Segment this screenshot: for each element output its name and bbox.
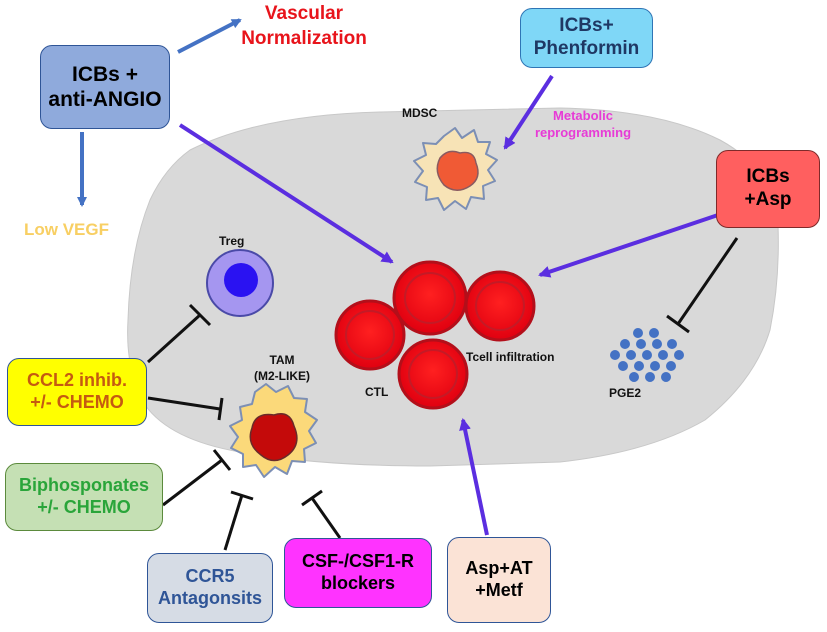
ctl-cell-3 xyxy=(392,260,468,336)
ccr5-line2: Antagonsits xyxy=(157,588,262,608)
low-vegf-label: Low VEGF xyxy=(24,220,109,239)
inhibit-csf-tam xyxy=(301,489,342,539)
ccl2-box: CCL2 inhib.+/- CHEMO xyxy=(7,358,147,426)
biphosponates-box: Biphosponates+/- CHEMO xyxy=(5,463,163,531)
pge2-dot-6 xyxy=(610,350,620,360)
tcell-infiltration-label: Tcell infiltration xyxy=(466,350,555,364)
icbs-asp-line1: ICBs xyxy=(746,166,790,188)
icbs-asp-line2: +Asp xyxy=(744,189,792,210)
vascular-normalization-label: Vascular Normalization xyxy=(224,2,384,51)
biphosponates-line1: Biphosponates xyxy=(18,475,149,496)
icbs-anti-angio-box: ICBs +anti-ANGIO xyxy=(40,45,170,129)
ctl-cluster xyxy=(334,260,536,410)
asp-at-metf-line2: +Metf xyxy=(475,580,523,600)
tam-cell xyxy=(229,383,318,478)
pge2-dot-2 xyxy=(620,339,630,349)
pge2-dot-8 xyxy=(642,350,652,360)
mdsc-label: MDSC xyxy=(402,106,438,120)
tam-label: TAM (M2-LIKE) xyxy=(242,353,322,384)
metabolic-line1: Metabolic xyxy=(553,108,613,123)
pge2-dot-17 xyxy=(661,372,671,382)
arrow-metf-to-ctl xyxy=(459,418,489,536)
csf-line2: blockers xyxy=(320,573,396,593)
pge2-dot-15 xyxy=(629,372,639,382)
pge2-dots xyxy=(610,328,684,382)
arrow-asp-to-ctl xyxy=(538,213,719,278)
icbs-asp-box: ICBs+Asp xyxy=(716,150,820,228)
inhibit-ccr5-tam xyxy=(223,490,254,551)
ccr5-line1: CCR5 xyxy=(185,566,235,587)
pge2-dot-14 xyxy=(666,361,676,371)
arrow-angio-to-ctl xyxy=(178,123,394,264)
pge2-label: PGE2 xyxy=(609,386,642,400)
pge2-dot-16 xyxy=(645,372,655,382)
vascular-line1: Vascular xyxy=(264,3,344,24)
pge2-dot-13 xyxy=(650,361,660,371)
pge2-dot-0 xyxy=(633,328,643,338)
inhibit-ccl2-treg xyxy=(146,303,212,364)
arrow-phenformin-to-mdsc xyxy=(503,74,554,150)
inhibit-ccl2-tam xyxy=(147,396,224,421)
asp-at-metf-line1: Asp+AT xyxy=(465,558,533,579)
icbs-phenformin-line1: ICBs+ xyxy=(559,15,614,37)
icbs-anti-angio-line2: anti-ANGIO xyxy=(48,88,162,111)
icbs-phenformin-box: ICBs+Phenformin xyxy=(520,8,653,68)
ccl2-line1: CCL2 inhib. xyxy=(27,370,127,391)
ctl-label: CTL xyxy=(365,385,389,399)
csf-line1: CSF-/CSF1-R xyxy=(302,551,414,572)
metabolic-reprogramming-label: Metabolic reprogramming xyxy=(498,108,668,142)
pge2-dot-10 xyxy=(674,350,684,360)
ccl2-line2: +/- CHEMO xyxy=(30,392,124,412)
pge2-dot-11 xyxy=(618,361,628,371)
inhibit-biphosponates-tam xyxy=(162,449,232,507)
vascular-line2: Normalization xyxy=(241,27,367,49)
inhibit-asp-pge2 xyxy=(666,237,739,334)
ctl-cell-4 xyxy=(397,338,469,410)
pge2-dot-4 xyxy=(652,339,662,349)
biphosponates-line2: +/- CHEMO xyxy=(37,497,131,517)
icbs-anti-angio-line1: ICBs + xyxy=(72,62,138,86)
arrow-to-vascular xyxy=(177,18,242,54)
pge2-dot-5 xyxy=(667,339,677,349)
icbs-phenformin-line2: Phenformin xyxy=(533,38,640,59)
mdsc-cell xyxy=(413,127,498,211)
pge2-dot-12 xyxy=(634,361,644,371)
pge2-dot-3 xyxy=(636,339,646,349)
treg-cell xyxy=(206,249,274,317)
tam-line1: TAM xyxy=(269,353,295,367)
tam-line2: (M2-LIKE) xyxy=(254,368,310,383)
metabolic-line2: reprogramming xyxy=(534,124,632,140)
asp-at-metf-box: Asp+AT+Metf xyxy=(447,537,551,623)
ctl-cell-2 xyxy=(464,270,536,342)
treg-label: Treg xyxy=(219,234,245,248)
ctl-cell-1 xyxy=(334,299,406,371)
pge2-dot-9 xyxy=(658,350,668,360)
pge2-dot-1 xyxy=(649,328,659,338)
pge2-dot-7 xyxy=(626,350,636,360)
